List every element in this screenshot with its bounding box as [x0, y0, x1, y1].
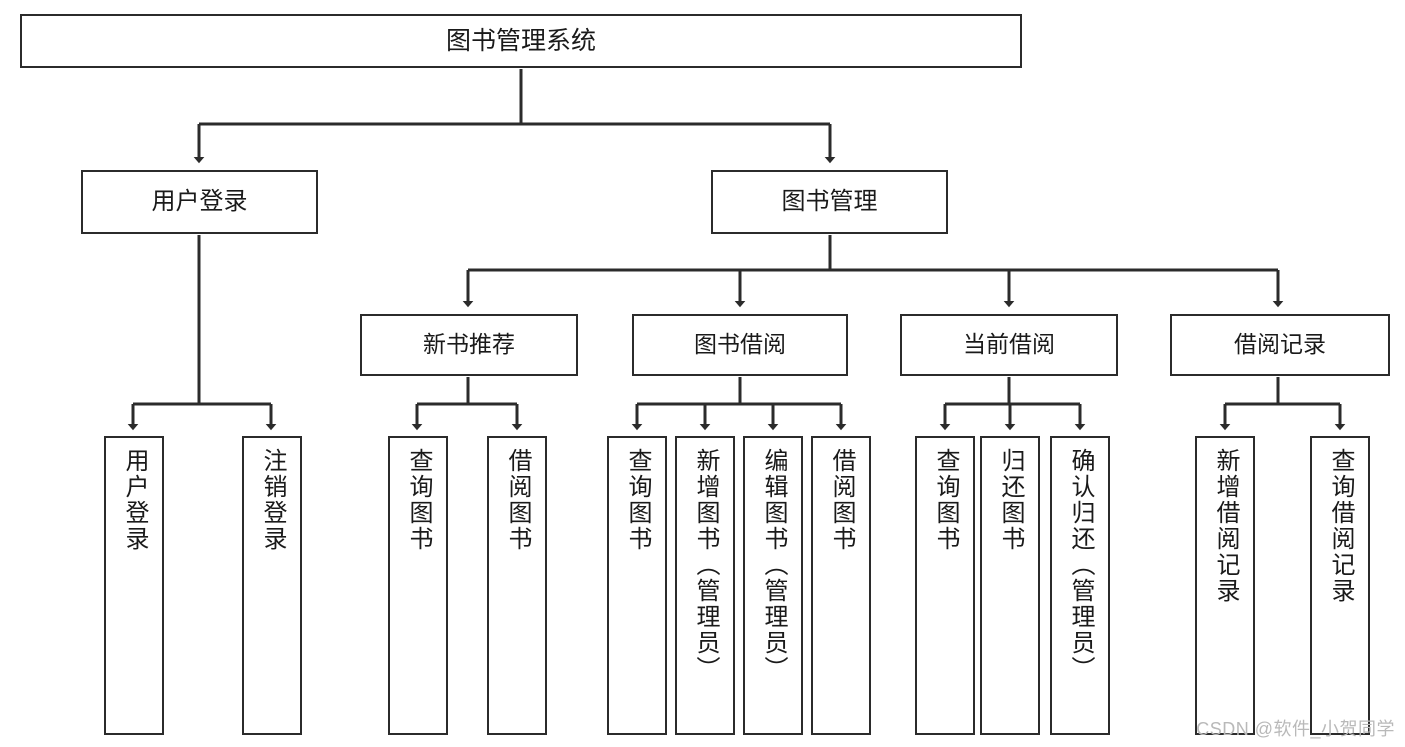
node-label: 用户登录: [121, 448, 148, 552]
node-new-book-recommend[interactable]: 新书推荐: [360, 314, 578, 376]
node-label: 查询图书: [932, 448, 959, 552]
node-borrow-record[interactable]: 借阅记录: [1170, 314, 1390, 376]
node-label: 新书推荐: [423, 331, 515, 358]
node-label: 查询图书: [405, 448, 432, 552]
node-label: 归还图书: [997, 448, 1024, 552]
edge-group-book-borrow: [631, 377, 847, 431]
edge-group-user-login: [127, 235, 277, 431]
node-leaf-return-book[interactable]: 归还图书: [980, 436, 1040, 735]
node-leaf-query-book-3[interactable]: 查询图书: [915, 436, 975, 735]
node-leaf-add-book[interactable]: 新增图书（管理员）: [675, 436, 735, 735]
node-current-borrow[interactable]: 当前借阅: [900, 314, 1118, 376]
node-label: 借阅图书: [828, 448, 855, 552]
node-label: 确认归还（管理员）: [1067, 448, 1094, 682]
node-label: 借阅记录: [1234, 331, 1326, 358]
node-leaf-borrow-book-1[interactable]: 借阅图书: [487, 436, 547, 735]
node-book-management[interactable]: 图书管理: [711, 170, 948, 234]
edge-group-book-management: [462, 235, 1284, 308]
node-label: 借阅图书: [504, 448, 531, 552]
edge-group-borrow-record: [1219, 377, 1346, 431]
node-label: 注销登录: [259, 448, 286, 552]
edge-group-new-book-recommend: [411, 377, 523, 431]
node-leaf-query-borrow-record[interactable]: 查询借阅记录: [1310, 436, 1370, 735]
node-label: 用户登录: [151, 187, 248, 215]
node-label: 查询图书: [624, 448, 651, 552]
node-label: 图书借阅: [694, 331, 786, 358]
node-leaf-user-login[interactable]: 用户登录: [104, 436, 164, 735]
node-root-system[interactable]: 图书管理系统: [20, 14, 1022, 68]
node-leaf-edit-book[interactable]: 编辑图书（管理员）: [743, 436, 803, 735]
edge-group-root: [193, 69, 836, 164]
node-leaf-logout-login[interactable]: 注销登录: [242, 436, 302, 735]
node-label: 新增图书（管理员）: [692, 448, 719, 682]
node-leaf-query-book-2[interactable]: 查询图书: [607, 436, 667, 735]
node-leaf-add-borrow-record[interactable]: 新增借阅记录: [1195, 436, 1255, 735]
edge-group-current-borrow: [939, 377, 1086, 431]
node-book-borrow[interactable]: 图书借阅: [632, 314, 848, 376]
node-leaf-confirm-return[interactable]: 确认归还（管理员）: [1050, 436, 1110, 735]
node-leaf-borrow-book-2[interactable]: 借阅图书: [811, 436, 871, 735]
node-user-login[interactable]: 用户登录: [81, 170, 318, 234]
node-label: 查询借阅记录: [1327, 448, 1354, 604]
node-label: 当前借阅: [963, 331, 1055, 358]
node-label: 新增借阅记录: [1212, 448, 1239, 604]
node-label: 图书管理系统: [445, 27, 596, 55]
node-label: 图书管理: [781, 187, 878, 215]
node-leaf-query-book-1[interactable]: 查询图书: [388, 436, 448, 735]
node-label: 编辑图书（管理员）: [760, 448, 787, 682]
